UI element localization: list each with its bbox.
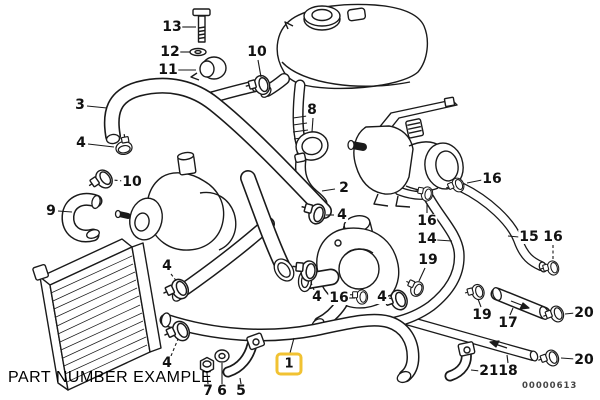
part-label-18[interactable]: 18 xyxy=(497,363,519,379)
part-label-20[interactable]: 20 xyxy=(573,352,595,368)
clamp-20-b xyxy=(535,347,562,371)
part-label-19[interactable]: 19 xyxy=(417,252,439,268)
part-label-19[interactable]: 19 xyxy=(471,307,493,323)
leader-lines-layer xyxy=(57,26,576,385)
footer-caption: PART NUMBER EXAMPLE xyxy=(8,369,213,386)
holder-11 xyxy=(190,56,227,81)
clamp-4-center-b xyxy=(290,258,319,283)
tank-fitting xyxy=(347,7,367,22)
part-label-16[interactable]: 16 xyxy=(481,171,503,187)
clamp-10-left xyxy=(84,166,117,197)
throttle-body-assembly xyxy=(347,96,464,208)
diagram-code: 00000613 xyxy=(522,381,578,391)
leader-line-1 xyxy=(289,337,295,354)
radiator-fins xyxy=(50,255,148,383)
part-label-12[interactable]: 12 xyxy=(159,44,181,60)
washer-6 xyxy=(214,349,230,363)
part-label-8[interactable]: 8 xyxy=(306,102,318,118)
leader-line-2 xyxy=(321,188,336,192)
part-label-16[interactable]: 16 xyxy=(328,290,350,306)
part-label-16[interactable]: 16 xyxy=(416,213,438,229)
part-label-2[interactable]: 2 xyxy=(338,180,350,196)
leader-line-14 xyxy=(436,239,453,242)
leader-line-7 xyxy=(206,372,209,385)
leader-line-4 xyxy=(87,143,115,148)
part-label-11[interactable]: 11 xyxy=(157,62,179,78)
clamp-19-b xyxy=(463,282,487,304)
part-label-16[interactable]: 16 xyxy=(542,229,564,245)
part-label-3[interactable]: 3 xyxy=(74,97,86,113)
part-label-5[interactable]: 5 xyxy=(235,383,247,399)
leader-line-16 xyxy=(466,179,483,184)
part-label-10[interactable]: 10 xyxy=(246,44,268,60)
leader-line-4 xyxy=(388,297,393,300)
part-label-4[interactable]: 4 xyxy=(161,258,173,274)
clamp-8 xyxy=(294,131,329,163)
leader-line-20 xyxy=(560,357,576,360)
leader-line-4 xyxy=(170,338,179,357)
bolt-13 xyxy=(192,8,211,43)
nut-7 xyxy=(199,356,215,374)
part-label-1-highlighted[interactable]: 1 xyxy=(275,352,303,376)
part-label-4[interactable]: 4 xyxy=(311,289,323,305)
leader-line-19 xyxy=(418,267,426,282)
leader-line-9 xyxy=(57,210,73,213)
washer-12 xyxy=(189,47,207,57)
leader-line-18 xyxy=(506,354,509,364)
radiator-mount-tab xyxy=(32,263,50,281)
part-label-4[interactable]: 4 xyxy=(336,207,348,223)
tank-bleed-screw xyxy=(284,21,294,30)
part-label-9[interactable]: 9 xyxy=(45,203,57,219)
leader-line-3 xyxy=(86,105,108,109)
part-label-21[interactable]: 21 xyxy=(478,363,500,379)
leader-line-4 xyxy=(170,273,179,284)
tank-cap xyxy=(303,5,341,31)
leader-line-4 xyxy=(309,279,315,291)
leader-line-17 xyxy=(509,307,514,316)
part-label-6[interactable]: 6 xyxy=(216,383,228,399)
expansion-tank xyxy=(276,3,429,90)
part-label-4[interactable]: 4 xyxy=(376,289,388,305)
flow-arrow-17 xyxy=(510,300,530,310)
thermostat-housing xyxy=(316,215,400,309)
part-label-4[interactable]: 4 xyxy=(161,355,173,371)
part-label-7[interactable]: 7 xyxy=(202,383,214,399)
leader-line-5 xyxy=(239,377,242,385)
part-label-15[interactable]: 15 xyxy=(518,229,540,245)
bracket-5 xyxy=(222,332,266,378)
radiator xyxy=(32,238,162,391)
leader-line-19 xyxy=(477,298,482,308)
part-label-14[interactable]: 14 xyxy=(416,231,438,247)
part-label-17[interactable]: 17 xyxy=(497,315,519,331)
leader-line-10 xyxy=(257,59,262,78)
bracket-21 xyxy=(444,341,476,382)
leader-line-8 xyxy=(311,117,314,133)
part-label-10[interactable]: 10 xyxy=(121,174,143,190)
part-label-20[interactable]: 20 xyxy=(573,305,595,321)
part-label-13[interactable]: 13 xyxy=(161,19,183,35)
leader-line-15 xyxy=(507,235,520,238)
part-label-4[interactable]: 4 xyxy=(75,135,87,151)
flow-arrow-18 xyxy=(489,340,508,349)
water-pump xyxy=(114,151,237,251)
